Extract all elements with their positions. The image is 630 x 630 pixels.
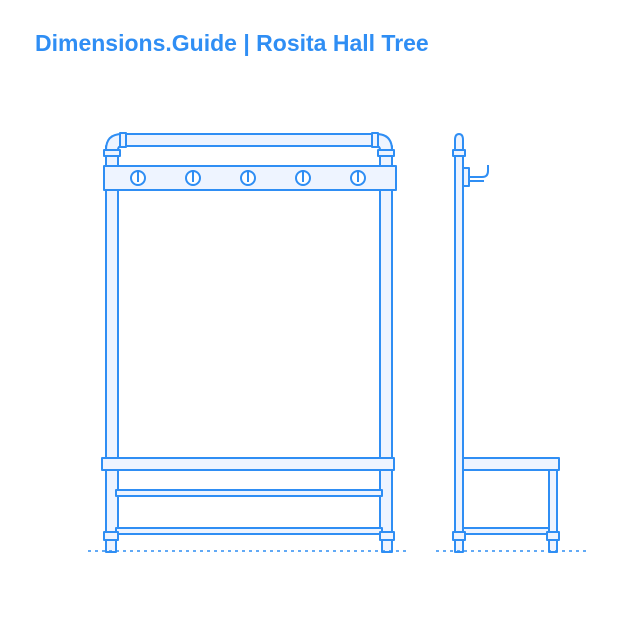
side-bottom-rail [462,527,550,535]
hook-1 [130,170,146,186]
side-hook [462,165,489,187]
side-foot-left [452,531,466,541]
front-foot-left [103,531,119,541]
front-leg-left [105,539,117,553]
front-top-joint-right [371,132,379,148]
side-post [454,133,464,535]
side-bench-leg [548,469,558,535]
site-name: Dimensions.Guide [35,30,237,56]
side-post-collar [452,149,466,157]
page-title: Dimensions.Guide | Rosita Hall Tree [35,30,429,57]
front-hooks [130,170,366,186]
front-leg-right [381,539,393,553]
front-bottom-rail [115,527,383,535]
front-right-post [375,133,393,535]
front-top-joint-left [119,132,127,148]
front-bench-seat [101,457,395,471]
front-top-rail [121,133,377,147]
hook-3 [240,170,256,186]
hook-2 [185,170,201,186]
side-view [452,133,560,553]
product-name: Rosita Hall Tree [256,30,429,56]
title-separator: | [243,30,250,56]
side-foot-right [546,531,560,541]
hook-5 [350,170,366,186]
front-post-collar-right [377,149,395,157]
front-left-post [105,133,123,535]
front-post-collar-left [103,149,121,157]
side-leg-left [454,539,464,553]
front-view [101,132,397,553]
hook-4 [295,170,311,186]
front-shelf-rail [115,489,383,497]
side-bench-seat [462,457,560,471]
front-foot-right [379,531,395,541]
side-leg-right [548,539,558,553]
